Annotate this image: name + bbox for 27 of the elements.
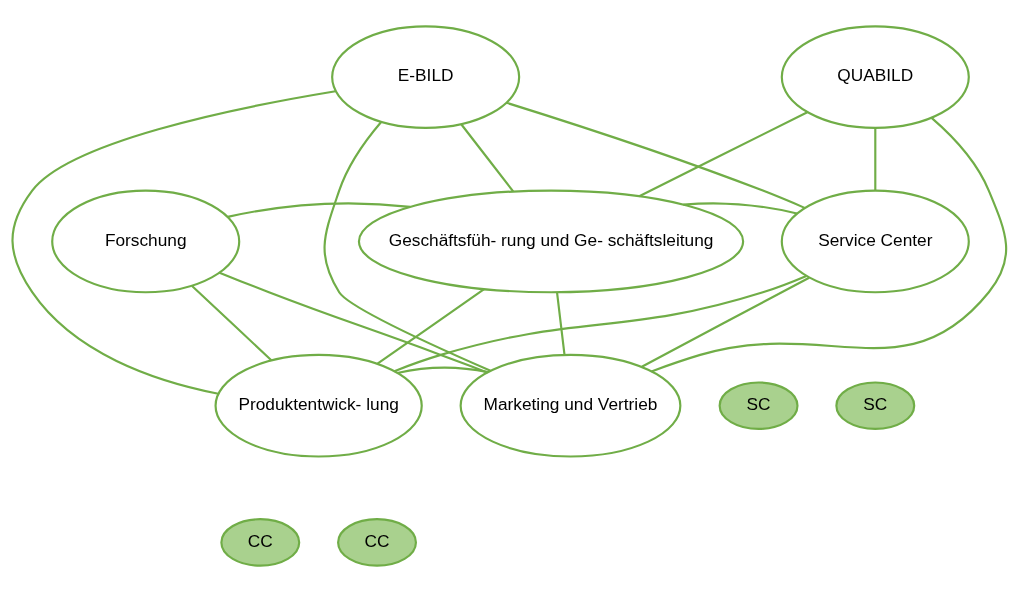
connector xyxy=(506,101,806,209)
node-ellipse: Marketing und Vertrieb xyxy=(459,353,682,458)
connector xyxy=(11,89,336,395)
connector xyxy=(191,284,273,361)
node-ellipse: Service Center xyxy=(780,189,970,293)
connector xyxy=(874,127,877,191)
node-ellipse: SC xyxy=(718,380,799,430)
connector xyxy=(460,123,514,192)
connector xyxy=(323,121,491,372)
node-ellipse: Forschung xyxy=(51,189,241,293)
connector xyxy=(394,274,807,372)
connector xyxy=(397,366,489,374)
connector xyxy=(641,276,810,368)
node-ellipse: CC xyxy=(220,517,301,567)
connector xyxy=(683,201,798,215)
node-ellipse: Produktentwick- lung xyxy=(214,353,423,458)
connector xyxy=(227,201,411,218)
node-ellipse: SC xyxy=(835,380,916,430)
connector xyxy=(376,287,485,365)
connector xyxy=(219,271,488,373)
node-ellipse: E-BILD xyxy=(331,24,521,129)
node-ellipse: Geschäftsfüh- rung und Ge- schäftsleitung xyxy=(357,189,745,293)
node-ellipse: CC xyxy=(337,517,417,567)
connector xyxy=(555,291,566,355)
node-ellipse: QUABILD xyxy=(780,24,970,129)
connector xyxy=(638,110,808,197)
connector xyxy=(651,116,1008,372)
